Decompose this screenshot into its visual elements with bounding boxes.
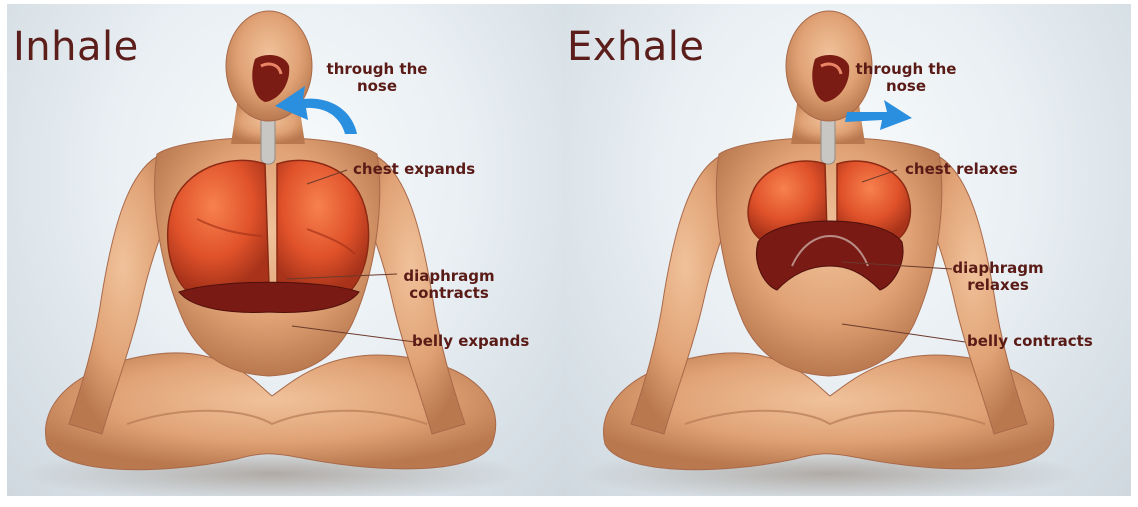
- inhale-chest-label: chest expands: [353, 161, 475, 178]
- exhale-diaphragm-line1: diaphragm: [943, 260, 1053, 277]
- inhale-route-line1: through the: [313, 61, 441, 78]
- inhale-diaphragm-line1: diaphragm: [390, 268, 508, 285]
- exhale-diaphragm-line2: relaxes: [943, 277, 1053, 294]
- exhale-chest-label: chest relaxes: [905, 161, 1018, 178]
- inhale-figure: [7, 4, 570, 496]
- exhale-panel: Exhale through the nose chest relaxes di…: [562, 4, 1131, 496]
- inhale-panel: Inhale through the nose chest expands di…: [7, 4, 570, 496]
- inhale-route-line2: nose: [313, 78, 441, 95]
- exhale-route-label: through the nose: [842, 61, 970, 95]
- inhale-route-label: through the nose: [313, 61, 441, 95]
- exhale-route-line2: nose: [842, 78, 970, 95]
- exhale-diaphragm-label: diaphragm relaxes: [943, 260, 1053, 294]
- illustration-frame: Inhale through the nose chest expands di…: [7, 4, 1131, 496]
- exhale-belly-label: belly contracts: [967, 333, 1093, 350]
- inhale-title: Inhale: [13, 24, 139, 70]
- inhale-belly-label: belly expands: [412, 333, 529, 350]
- exhale-route-line1: through the: [842, 61, 970, 78]
- exhale-title: Exhale: [567, 24, 705, 70]
- inhale-diaphragm-line2: contracts: [390, 285, 508, 302]
- inhale-diaphragm-label: diaphragm contracts: [390, 268, 508, 302]
